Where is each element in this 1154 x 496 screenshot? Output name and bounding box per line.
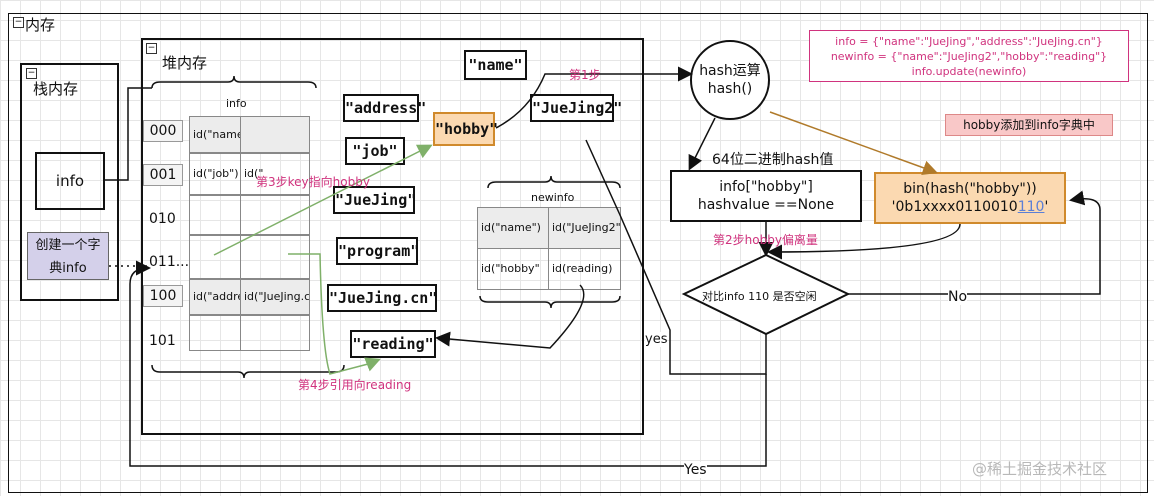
info-index-001: 001	[143, 164, 183, 186]
string-job: "job"	[345, 137, 405, 165]
info-index-000: 000	[143, 120, 183, 142]
step2-label: 第2步hobby偏离量	[713, 233, 818, 247]
info-hobby-line1: info["hobby"]	[719, 179, 813, 195]
string-juejing-cn: "JueJing.cn"	[327, 284, 437, 312]
decision-label: 对比info 110 是否空闲	[702, 290, 817, 303]
string-program: "program"	[336, 237, 419, 265]
bin-prefix: '0b1xxxx0110010	[891, 199, 1018, 215]
step4-label: 第4步引用向reading	[298, 378, 412, 392]
string-name: "name"	[464, 50, 527, 80]
hash-line2: hash()	[707, 81, 753, 97]
yes-big-label: Yes	[684, 462, 707, 478]
code-snippet-box: info = {"name":"JueJing","address":"JueJ…	[809, 30, 1129, 82]
info-index-100: 100	[143, 285, 183, 307]
bin-line2: '0b1xxxx0110010110'	[876, 198, 1064, 216]
bin-hash-box: bin(hash("hobby")) '0b1xxxx0110010110'	[874, 172, 1066, 224]
memory-title: 内存	[25, 16, 56, 34]
bits-label: 64位二进制hash值	[712, 152, 834, 168]
info-index-011: 011...	[149, 254, 190, 270]
info-hobby-box: info["hobby"] hashvalue ==None	[670, 170, 862, 222]
no-edge	[848, 190, 1101, 295]
info-table-label: info	[226, 97, 247, 110]
string-juejing2: "JueJing2"	[530, 94, 622, 122]
string-address: "address"	[343, 94, 426, 122]
stack-info-variable: info	[35, 152, 105, 210]
step3-label: 第3步key指向hobby	[256, 175, 370, 189]
info-cell-101-value	[240, 315, 310, 351]
info-hobby-line2: hashvalue ==None	[697, 197, 835, 213]
yes-small-label: yes	[645, 332, 668, 347]
heap-memory-panel	[141, 38, 644, 435]
hash-operation-circle: hash运算 hash()	[690, 40, 770, 120]
string-hobby: "hobby"	[433, 112, 498, 146]
create-dict-note: 创建一个字典info	[27, 232, 109, 280]
info-cell-010-value	[240, 195, 310, 235]
collapse-icon[interactable]: −	[13, 17, 24, 28]
heap-title: 堆内存	[162, 54, 208, 72]
code-line1: info = {"name":"JueJing","address":"JueJ…	[835, 35, 1103, 48]
bin-suffix: '	[1044, 199, 1049, 215]
info-cell-000-key: id("name"	[189, 116, 241, 153]
hobby-added-note: hobby添加到info字典中	[945, 114, 1113, 136]
collapse-icon[interactable]: −	[146, 43, 157, 54]
memory-frame	[8, 13, 1148, 493]
newinfo-cell-hobby-value: id(reading)	[548, 248, 621, 290]
yes-small-edge	[585, 139, 767, 375]
no-label: No	[948, 289, 968, 305]
info-index-010: 010	[149, 211, 176, 227]
newinfo-cell-name-value: id("JueJing2"	[548, 207, 621, 249]
hobby-to-hash-edge	[495, 66, 693, 129]
stack-to-heap-edge	[105, 87, 152, 181]
code-line3: info.update(newinfo)	[911, 65, 1027, 78]
info-cell-100-key: id("address"	[189, 279, 241, 315]
info-cell-000-value	[240, 116, 310, 153]
step1-label: 第1步	[569, 68, 601, 82]
bin-highlight: 110	[1017, 199, 1045, 215]
stack-title: 栈内存	[33, 80, 79, 98]
watermark: @稀土掘金技术社区	[972, 460, 1108, 478]
bin-line1: bin(hash("hobby"))	[903, 181, 1037, 197]
info-cell-001-value: id("	[240, 153, 310, 195]
info-index-101: 101	[149, 333, 176, 349]
yes-big-edge	[129, 260, 767, 467]
string-reading: "reading"	[350, 330, 436, 358]
code-line2: newinfo = {"name":"JueJing2","hobby":"re…	[830, 50, 1108, 63]
hash-line1: hash运算	[699, 63, 761, 79]
stack-memory-panel	[20, 63, 119, 301]
string-juejing: "JueJing"	[333, 186, 416, 214]
newinfo-table-label: newinfo	[531, 191, 575, 204]
collapse-icon[interactable]: −	[26, 68, 37, 79]
info-cell-011-value	[240, 235, 310, 279]
info-cell-100-value: id("JueJing.c	[240, 279, 310, 315]
